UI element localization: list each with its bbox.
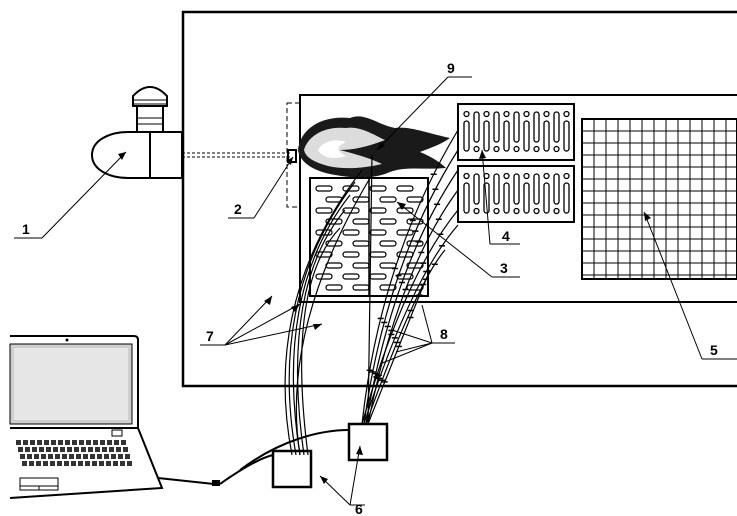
label-6: 6 <box>355 501 363 516</box>
data-cable <box>158 430 349 486</box>
label-7: 7 <box>206 328 214 344</box>
laptop-icon <box>10 336 162 498</box>
measuring-unit-right <box>349 424 387 460</box>
workpiece-grid <box>582 119 737 279</box>
burner-fan-icon <box>92 87 290 178</box>
label-9: 9 <box>447 60 455 76</box>
measuring-unit-left <box>273 451 311 487</box>
label-8: 8 <box>440 326 448 342</box>
checker-slots <box>464 112 569 214</box>
label-2: 2 <box>234 201 242 217</box>
label-4: 4 <box>502 228 510 244</box>
label-5: 5 <box>710 342 718 358</box>
label-1: 1 <box>22 221 30 237</box>
flame-icon <box>298 116 450 177</box>
label-3: 3 <box>500 260 508 276</box>
burner-port <box>287 103 300 207</box>
